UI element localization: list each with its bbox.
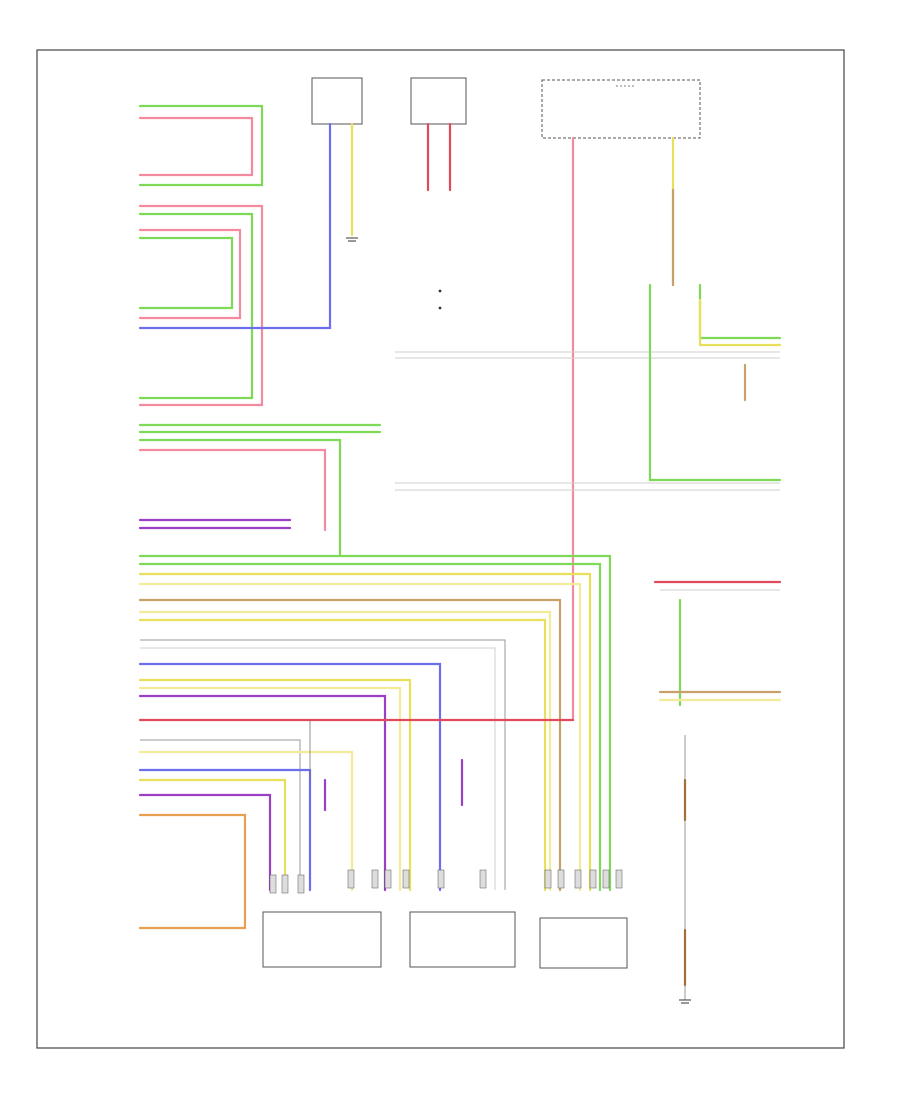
brake-switch-box [311, 77, 363, 125]
ground-symbol-bottom [679, 999, 691, 1004]
main-harness [138, 518, 612, 930]
ground-symbol [346, 237, 358, 242]
diagram-frame [36, 49, 845, 1049]
left-wires [138, 104, 382, 557]
fuse-panel-box [541, 79, 701, 139]
throttle-module-box [262, 911, 382, 968]
sensor-box-top [410, 77, 467, 125]
throttle-module-box-2 [409, 911, 516, 968]
ecu-box [539, 917, 628, 969]
